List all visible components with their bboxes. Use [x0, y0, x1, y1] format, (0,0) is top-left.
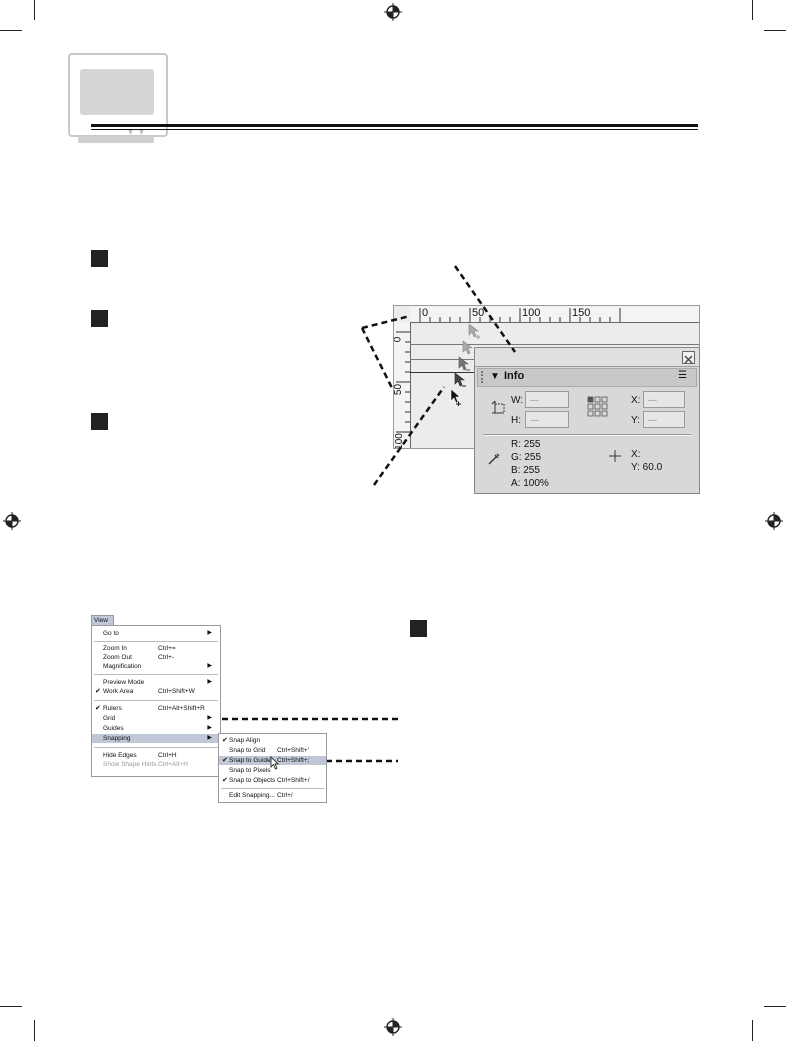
- panel-options-icon[interactable]: ☰: [678, 370, 687, 381]
- y-field: ---: [643, 411, 685, 428]
- blue-value: B: 255: [511, 465, 540, 476]
- ruler-tick-label: 150: [572, 307, 591, 319]
- gripper-icon: [481, 371, 486, 383]
- crop-mark: [764, 30, 786, 31]
- ruler-tick-label: 50: [472, 307, 485, 319]
- panel-titlebar: [475, 348, 699, 367]
- menu-item-snapping[interactable]: Snapping▶: [92, 734, 220, 743]
- menu-item-guides[interactable]: Guides▶: [103, 725, 212, 732]
- pointer-cursor-icon: [450, 388, 461, 406]
- menu-item-preview-mode[interactable]: Preview Mode▶: [103, 679, 212, 686]
- panel-title: Info: [504, 370, 525, 382]
- monitor-base: [78, 136, 154, 143]
- monitor-icon: [68, 53, 168, 137]
- red-value: R: 255: [511, 439, 541, 450]
- menu-item-edit-snapping[interactable]: Edit Snapping...Ctrl+/: [229, 792, 293, 799]
- registration-mark-icon: [3, 512, 21, 530]
- step-marker: [91, 250, 108, 267]
- close-icon: [684, 355, 693, 364]
- crop-mark: [0, 30, 22, 31]
- crop-mark: [752, 0, 753, 20]
- crop-mark: [34, 1020, 35, 1041]
- monitor-stand: [126, 123, 148, 135]
- cursor-x-value: X:: [631, 449, 641, 460]
- registration-mark-icon: [384, 3, 402, 21]
- vertical-ruler[interactable]: 0 50 100: [394, 322, 411, 448]
- y-label: Y:: [631, 415, 640, 426]
- panel-header[interactable]: ▼ Info ☰: [477, 368, 697, 387]
- ruler-tick-label: 0: [422, 307, 429, 319]
- step-marker: [91, 310, 108, 327]
- registration-mark-icon: [384, 1018, 402, 1036]
- alpha-value: A: 100%: [511, 478, 549, 489]
- panel-divider: [483, 434, 691, 436]
- crop-mark: [0, 1006, 22, 1007]
- x-field: ---: [643, 391, 685, 408]
- close-button[interactable]: [682, 351, 695, 364]
- cursor-y-value: Y: 60.0: [631, 462, 663, 473]
- guide-cursor-icon: [468, 323, 480, 339]
- guide-line[interactable]: [410, 344, 699, 345]
- menu-item-snap-align[interactable]: ✔Snap Align: [222, 737, 261, 744]
- crop-mark: [752, 1020, 753, 1041]
- w-label: W:: [511, 395, 524, 406]
- menu-item-magnification[interactable]: Magnification▶: [103, 663, 212, 670]
- crop-mark: [34, 0, 35, 20]
- menu-item-go-to[interactable]: Go to▶: [103, 630, 212, 637]
- header-rule: [91, 124, 698, 127]
- horizontal-ruler[interactable]: 0 50 100 150: [410, 306, 699, 323]
- eyedropper-icon: [488, 453, 500, 465]
- registration-mark-icon: [765, 512, 783, 530]
- info-panel: ▼ Info ☰ W: --- H: --- X: --- Y: --- R: …: [474, 347, 700, 494]
- crop-mark: [764, 1006, 786, 1007]
- header-rule-thin: [91, 129, 698, 130]
- h-field: ---: [525, 411, 569, 428]
- guide-cursor-icon: [458, 356, 470, 371]
- h-label: H:: [511, 415, 521, 426]
- collapse-triangle-icon: ▼: [490, 371, 500, 382]
- w-field: ---: [525, 391, 569, 408]
- green-value: G: 255: [511, 452, 542, 463]
- menu-item-snap-to-pixels[interactable]: Snap to Pixels: [229, 767, 271, 774]
- guide-cursor-icon: [462, 340, 473, 355]
- ruler-tick-label: 100: [522, 307, 541, 319]
- reference-point-icon: [587, 396, 608, 417]
- menu-item-grid[interactable]: Grid▶: [103, 715, 212, 722]
- x-label: X:: [631, 395, 641, 406]
- step-marker: [91, 413, 108, 430]
- crosshair-icon: [609, 450, 621, 462]
- mouse-cursor-icon: [270, 756, 279, 770]
- step-marker: [410, 620, 427, 637]
- guide-cursor-icon: [454, 372, 466, 387]
- size-icon: [491, 400, 505, 414]
